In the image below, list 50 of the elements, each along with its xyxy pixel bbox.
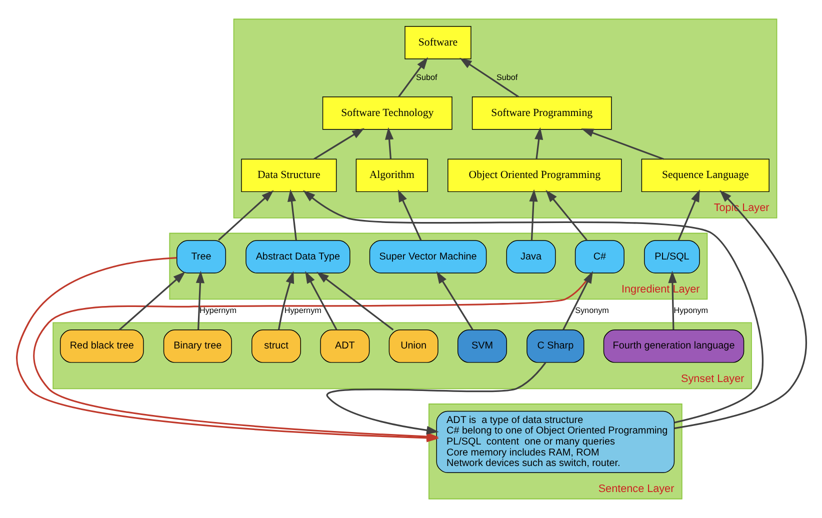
arrow bbox=[562, 270, 592, 330]
node-box: Tree bbox=[176, 240, 226, 274]
arrow bbox=[218, 190, 274, 241]
node-box: Red black tree bbox=[59, 330, 144, 363]
edge-label: Subof bbox=[496, 72, 518, 82]
edge-label: Hyponym bbox=[673, 306, 708, 315]
arrow bbox=[528, 189, 538, 240]
node-box: Software Technology bbox=[322, 96, 452, 130]
arrow bbox=[674, 190, 806, 430]
node-box: Algorithm bbox=[355, 158, 428, 192]
arrow bbox=[195, 270, 204, 330]
node-box: Software Programming bbox=[471, 96, 612, 130]
node-box: Java bbox=[506, 240, 556, 274]
arrow bbox=[384, 127, 394, 159]
arrow bbox=[326, 362, 546, 435]
node-box: C Sharp bbox=[526, 330, 584, 363]
node-box: Fourth generation language bbox=[602, 330, 744, 363]
node-box: ADT is a type of data structure C# belong to one of Object Oriented Programming PL/SQL content one or many queries Core memory includes RAM, ROM Network devices such as switch, router. bbox=[436, 410, 674, 474]
arrow bbox=[580, 128, 664, 160]
arrow bbox=[286, 189, 296, 240]
arrow bbox=[313, 128, 364, 160]
node-box: Binary tree bbox=[162, 330, 232, 363]
node-box: Software bbox=[404, 26, 471, 60]
arrow bbox=[398, 57, 428, 98]
node-box: ADT bbox=[320, 330, 370, 363]
node-box: C# bbox=[574, 240, 624, 274]
arrow bbox=[302, 190, 763, 424]
node-box: PL/SQL bbox=[644, 240, 700, 274]
node-box: struct bbox=[251, 330, 300, 363]
edge-label: Hypernym bbox=[284, 306, 321, 315]
arrow bbox=[118, 272, 185, 330]
edge-label: Synonym bbox=[574, 306, 608, 315]
edge-label: Subof bbox=[416, 72, 437, 82]
arrow bbox=[534, 127, 543, 160]
node-box: Sequence Language bbox=[640, 158, 769, 192]
arrow bbox=[436, 271, 473, 330]
node-box: Union bbox=[388, 330, 438, 363]
arrow bbox=[668, 270, 676, 330]
arrow bbox=[459, 58, 518, 98]
arrow bbox=[397, 190, 422, 240]
node-box: Abstract Data Type bbox=[245, 240, 350, 274]
arrow bbox=[304, 271, 337, 330]
node-box: Data Structure bbox=[240, 158, 336, 192]
arrow bbox=[277, 271, 294, 330]
arrow bbox=[545, 190, 587, 241]
arrow bbox=[677, 189, 700, 240]
edge-label: Hypernym bbox=[198, 306, 236, 315]
node-box: Super Vector Machine bbox=[368, 240, 486, 274]
node-box: Object Oriented Programming bbox=[447, 158, 622, 192]
node-box: SVM bbox=[456, 330, 506, 363]
